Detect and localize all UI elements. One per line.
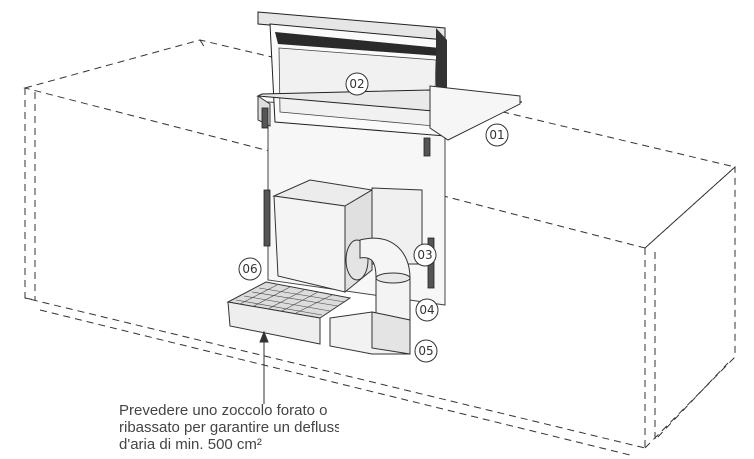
installation-note: Prevedere uno zoccolo forato o ribassato… xyxy=(119,402,339,459)
cabinet-outline xyxy=(23,39,737,456)
callout-01: 01 xyxy=(485,123,509,147)
svg-text:03: 03 xyxy=(417,248,432,262)
installation-note-line-2: ribassato per garantire un deflusso xyxy=(119,419,339,436)
flat-duct xyxy=(329,311,411,355)
plinth-grille xyxy=(226,281,352,345)
installation-note-line-3: d'aria di min. 500 cm² xyxy=(119,436,262,453)
svg-text:02: 02 xyxy=(349,77,364,91)
callout-06: 06 xyxy=(238,257,262,281)
svg-text:04: 04 xyxy=(419,303,434,317)
callout-05: 05 xyxy=(414,339,438,363)
caption-leader xyxy=(259,330,269,404)
callout-03: 03 xyxy=(413,243,437,267)
installation-note-line-1: Prevedere uno zoccolo forato o xyxy=(119,402,328,419)
callout-02: 02 xyxy=(345,72,369,96)
svg-text:01: 01 xyxy=(489,128,504,142)
callout-04: 04 xyxy=(415,298,439,322)
svg-text:06: 06 xyxy=(242,262,257,276)
svg-text:05: 05 xyxy=(418,344,433,358)
